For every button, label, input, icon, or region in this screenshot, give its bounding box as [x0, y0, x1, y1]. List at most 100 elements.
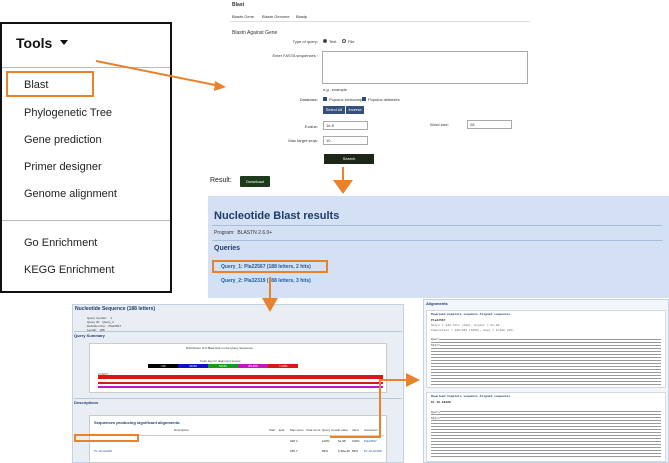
database-label: Database: — [299, 97, 318, 102]
hit-distribution-graph: Distribution of 2 Blast Hits on the Quer… — [89, 343, 387, 393]
score-bin-4: 80-200 — [238, 364, 268, 368]
tab-complete-sequence[interactable]: Complete sequence — [447, 395, 478, 398]
download-button[interactable]: Download — [240, 176, 270, 187]
alignment-card-1: Download Complete sequence Aligned seque… — [426, 310, 666, 388]
row-ident: 100% — [352, 439, 360, 443]
score-bin-3: 50-80 — [208, 364, 238, 368]
radio-text[interactable] — [323, 39, 327, 43]
arrow-head-2 — [333, 180, 353, 194]
row-ident: 89% — [352, 449, 359, 453]
col-description: Description — [174, 428, 190, 432]
example-link[interactable]: e.g., example — [323, 87, 348, 92]
max-target-input[interactable]: 10 — [323, 136, 368, 145]
nucleotide-sequence-panel: Nucleotide Sequence (188 letters) Query … — [72, 304, 404, 463]
row-accession[interactable]: PL.10.G1008 — [364, 449, 382, 453]
tab-complete-sequence[interactable]: Complete sequence — [447, 313, 478, 316]
tab-aligned-sequences[interactable]: Aligned sequences — [479, 313, 511, 316]
score-line-1: Score = 348 bits (188), Expect = 5e-98 — [431, 324, 500, 327]
col-ident: Ident — [352, 428, 359, 432]
row-score: 185.7 — [290, 449, 298, 453]
tools-menu-title[interactable]: Tools — [16, 35, 53, 51]
queries-heading: Queries — [214, 245, 241, 252]
row-cover: 89% — [322, 449, 329, 453]
alignment-card-2: Download Complete sequence Aligned seque… — [426, 392, 666, 462]
row-cover: 100% — [322, 439, 330, 443]
highlight-box-query1 — [212, 260, 328, 273]
tab-download[interactable]: Download — [431, 395, 446, 398]
score-bin-1: <40 — [148, 364, 178, 368]
color-key-label: Color key for alignment scores — [200, 359, 241, 363]
hit-bar-1[interactable] — [98, 382, 383, 384]
score-bin-2: 40-50 — [178, 364, 208, 368]
menu-item-go-enrichment[interactable]: Go Enrichment — [24, 237, 98, 249]
table-row[interactable]: PL.10.G1008 185.7 89% 5.48e-46 89% PL.10… — [94, 449, 384, 456]
menu-item-kegg-enrichment[interactable]: KEGG Enrichment — [24, 264, 115, 276]
row-description[interactable]: PL.10.G1008 — [94, 449, 112, 453]
descriptions-heading: Descriptions — [74, 400, 99, 405]
row-evalue: 5e-98 — [338, 439, 346, 443]
nucleotide-panel-title: Nucleotide Sequence (188 letters) — [75, 306, 156, 312]
query-row-label: Query — [431, 338, 441, 341]
sbjct-row-label: Sbjct — [431, 417, 441, 420]
query-bar — [98, 375, 383, 379]
tab-download[interactable]: Download — [431, 313, 446, 316]
query-row-label: Query — [431, 411, 441, 414]
menu-item-blast[interactable]: Blast — [24, 79, 49, 91]
sbjct-row-label: Sbjct — [431, 344, 441, 347]
max-target-label: Max target seqs: — [288, 138, 318, 143]
hit-title-2: PL.10.G1008 — [431, 401, 451, 404]
program-label: Program: BLASTN 2.6.0+ — [214, 230, 272, 236]
radio-file-label: File — [348, 39, 355, 44]
program-key: Program: — [214, 230, 235, 236]
select-all-button[interactable]: Select All — [323, 106, 345, 114]
menu-item-genome-alignment[interactable]: Genome alignment — [24, 188, 117, 200]
graph-title: Distribution of 2 Blast Hits on the Quer… — [186, 346, 253, 350]
inverse-button[interactable]: Inverse — [346, 106, 364, 114]
alignment-block-1 — [431, 337, 661, 385]
divider — [212, 225, 662, 226]
divider — [74, 331, 402, 332]
chevron-down-icon[interactable] — [60, 40, 68, 45]
query-link-2[interactable]: Query_2: Pla32319 (188 letters, 3 hits) — [221, 278, 311, 284]
divider — [74, 398, 402, 399]
menu-item-phylogenetic-tree[interactable]: Phylogenetic Tree — [24, 107, 113, 119]
tab-blastn-genome[interactable]: Blastn Genome — [262, 14, 290, 19]
col-query-cover: Query cover — [322, 428, 339, 432]
blast-results-panel: Nucleotide Blast results Program: BLASTN… — [208, 196, 669, 298]
menu-item-primer-designer[interactable]: Primer designer — [24, 161, 102, 173]
radio-file[interactable] — [342, 39, 346, 43]
arrow-hit-to-alignment — [330, 379, 410, 438]
col-total-score: Total score — [306, 428, 321, 432]
db1-label: Populus trichocarpa — [329, 97, 365, 102]
query-link-1[interactable]: Query_1: Pla22567 (188 letters, 2 hits) — [221, 264, 311, 270]
db2-label: Populus deltoides — [368, 97, 400, 102]
highlight-box-hit — [74, 434, 139, 442]
result-label: Result: — [210, 177, 232, 184]
blast-tabs: Blastn Gene Blastn Genome Blastp — [230, 12, 530, 22]
search-button[interactable]: Search — [324, 154, 374, 164]
row-score: 348.4 — [290, 439, 298, 443]
query-summary-heading: Query Summary — [74, 333, 105, 338]
checkbox-db2[interactable] — [362, 97, 366, 101]
menu-item-gene-prediction[interactable]: Gene prediction — [24, 134, 102, 146]
row-accession[interactable]: Pla22567 — [364, 439, 377, 443]
identity-line-1: Identities = 188/188 (100%), Gaps = 0/18… — [431, 329, 514, 332]
tab-blastp[interactable]: Blastp — [296, 14, 308, 19]
arrow-head-4 — [406, 373, 420, 387]
hit-bar-2[interactable] — [98, 386, 383, 388]
arrow-head-1 — [214, 81, 226, 91]
query-metadata: Query number: 1 Query ID: Query_1 Defini… — [87, 316, 122, 332]
tab-aligned-sequences[interactable]: Aligned sequences — [479, 395, 511, 398]
tab-blastn-gene[interactable]: Blastn Gene — [232, 14, 255, 19]
query-type-label: Type of query: — [292, 39, 318, 44]
menu-divider — [2, 220, 170, 221]
menu-divider — [2, 67, 170, 68]
evalue-input[interactable]: 1e-5 — [323, 121, 368, 130]
fasta-textarea[interactable] — [322, 51, 528, 84]
col-max-score: Max score — [290, 428, 304, 432]
word-size-input[interactable]: 28 — [467, 120, 512, 129]
arrow-head-3 — [262, 298, 278, 312]
checkbox-db1[interactable] — [323, 97, 327, 101]
divider — [212, 240, 662, 241]
